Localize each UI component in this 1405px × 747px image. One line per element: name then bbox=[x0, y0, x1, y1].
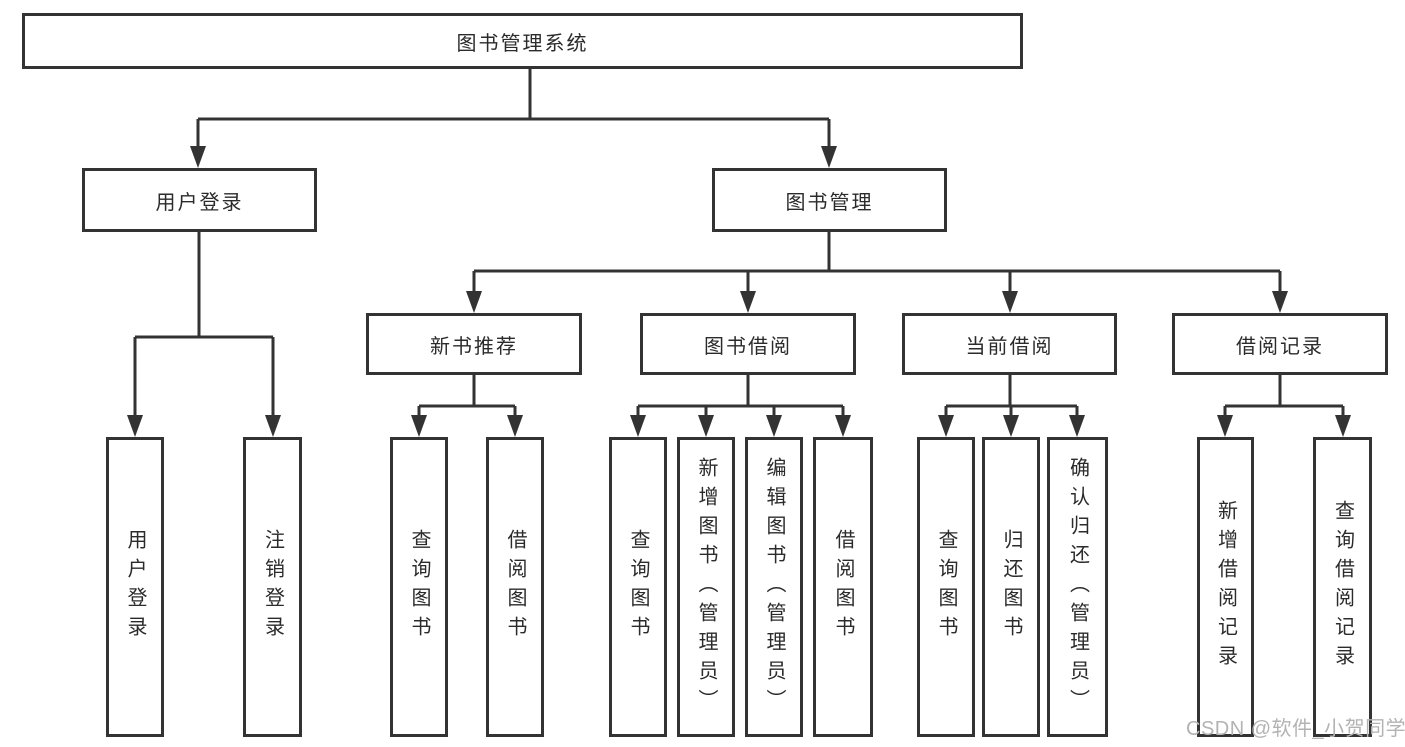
node-current-borrow: 当前借阅 bbox=[902, 313, 1117, 375]
node-br-add-record: 新增借阅记录 bbox=[1197, 437, 1254, 737]
node-book-borrow: 图书借阅 bbox=[640, 313, 856, 375]
node-bb-add-books-admin: 新增图书（管理员） bbox=[677, 437, 735, 737]
watermark: CSDN @软件_小贺同学 bbox=[1186, 718, 1405, 740]
node-bb-edit-books-admin: 编辑图书（管理员） bbox=[745, 437, 803, 737]
node-borrow-records: 借阅记录 bbox=[1172, 313, 1388, 375]
node-book-management: 图书管理 bbox=[712, 168, 947, 232]
node-cb-query-books: 查询图书 bbox=[917, 437, 975, 737]
node-leaf-logout: 注销登录 bbox=[243, 437, 302, 737]
node-bb-query-books: 查询图书 bbox=[609, 437, 667, 737]
node-leaf-user-login: 用户登录 bbox=[106, 437, 164, 737]
node-user-login: 用户登录 bbox=[82, 168, 317, 232]
node-br-query-record: 查询借阅记录 bbox=[1313, 437, 1372, 737]
node-new-book-recommend: 新书推荐 bbox=[366, 313, 582, 375]
node-library-system: 图书管理系统 bbox=[22, 13, 1023, 69]
node-rec-borrow-books: 借阅图书 bbox=[486, 437, 544, 737]
node-rec-query-books: 查询图书 bbox=[390, 437, 448, 737]
node-cb-return-books: 归还图书 bbox=[982, 437, 1040, 737]
node-bb-borrow-books: 借阅图书 bbox=[813, 437, 873, 737]
node-cb-confirm-return-admin: 确认归还（管理员） bbox=[1047, 437, 1108, 737]
